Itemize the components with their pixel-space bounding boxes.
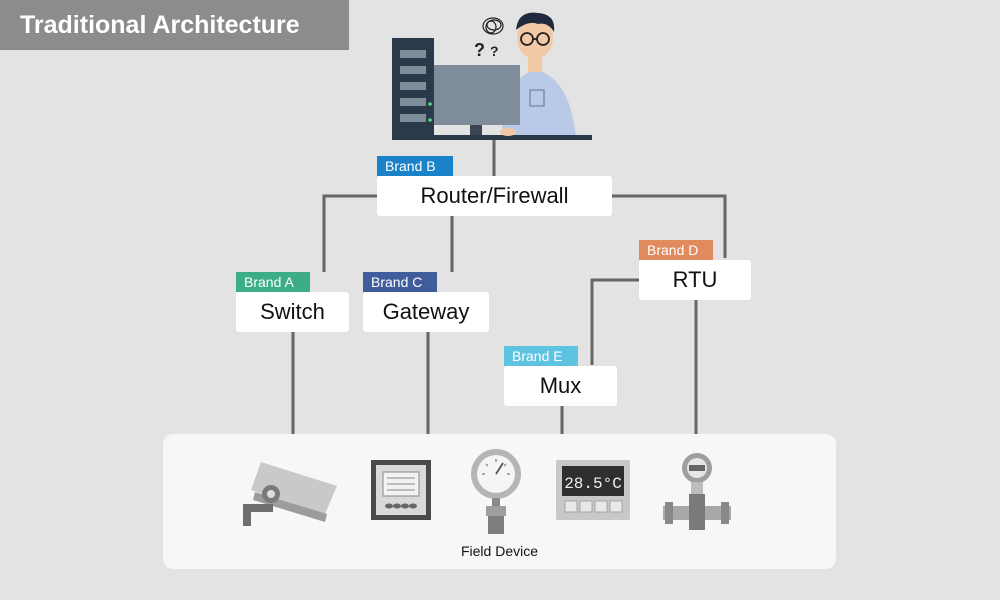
switch-label: Switch: [260, 299, 325, 324]
flow-meter-icon: [663, 453, 731, 530]
field-device-label: Field Device: [460, 543, 539, 559]
security-camera-icon: [243, 462, 337, 526]
pressure-gauge-icon: [471, 449, 521, 534]
router-firewall-node: Router/Firewall: [377, 176, 612, 216]
operator-workstation-illustration: ? ?: [392, 12, 592, 140]
page-title: Traditional Architecture: [0, 0, 349, 50]
switch-brand-tag: Brand A: [236, 272, 310, 292]
rtu-label: RTU: [672, 267, 718, 292]
power-meter-icon: [371, 460, 431, 520]
router-firewall-label: Router/Firewall: [420, 183, 569, 208]
svg-text:?: ?: [474, 40, 485, 60]
gateway-node: Gateway: [363, 292, 489, 332]
mux-node: Mux: [504, 366, 617, 406]
rtu-brand-tag: Brand D: [639, 240, 713, 260]
rtu-node: RTU: [639, 260, 751, 300]
svg-text:?: ?: [490, 43, 499, 59]
gateway-label: Gateway: [382, 299, 470, 324]
temperature-display-icon: 28.5°C: [556, 460, 630, 520]
mux-label: Mux: [539, 373, 582, 398]
router-brand-tag: Brand B: [377, 156, 453, 176]
gateway-brand-tag: Brand C: [363, 272, 437, 292]
mux-brand-tag: Brand E: [504, 346, 578, 366]
field-device-panel: 28.5°C Field Device: [163, 434, 836, 569]
switch-node: Switch: [236, 292, 349, 332]
temperature-reading: 28.5°C: [564, 475, 622, 493]
